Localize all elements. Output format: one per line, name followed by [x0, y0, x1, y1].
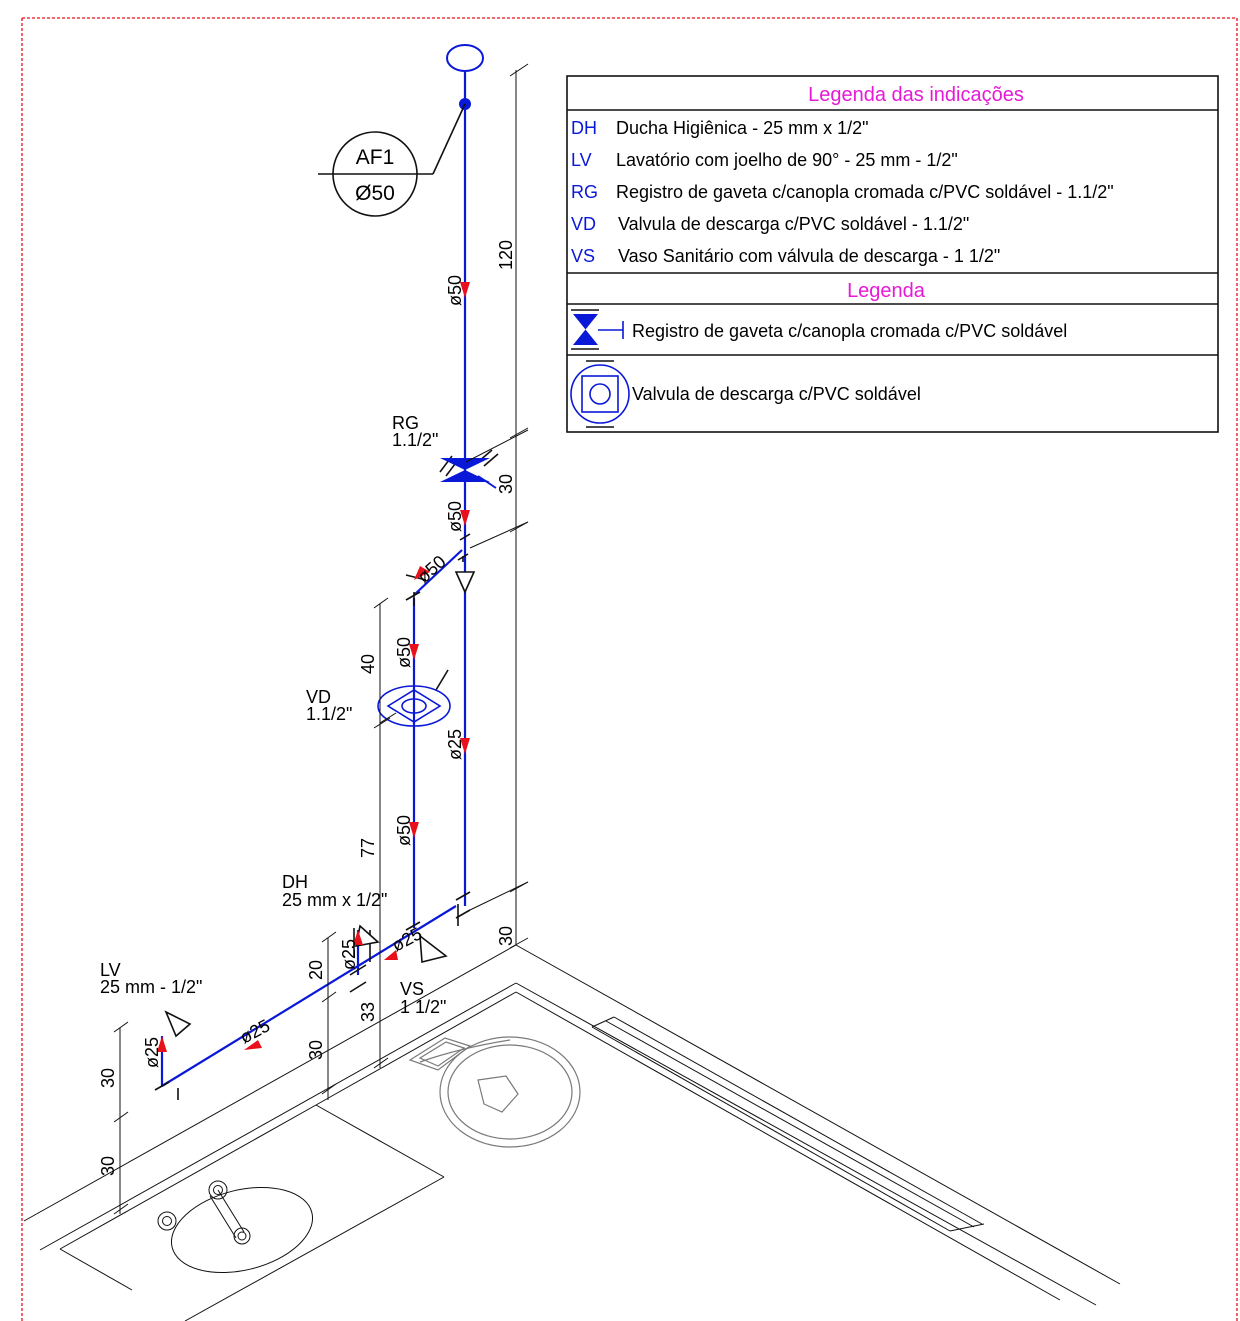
pipe-fitting-ticks [154, 449, 499, 1100]
legend-symbol-0-text: Registro de gaveta c/canopla cromada c/P… [632, 321, 1067, 341]
dim-33: 33 [358, 1002, 378, 1022]
pipe-label-main-upper: ø50 [445, 275, 465, 306]
legend-title: Legenda das indicações [808, 84, 1024, 106]
pipe-label-vd-upper: ø50 [394, 637, 414, 668]
pipe-tag-af1: AF1 Ø50 [318, 103, 466, 217]
dimension-lines [113, 63, 529, 1215]
room-floor-outline [23, 944, 1121, 1321]
legend-row-4-code: VS [571, 246, 595, 266]
lv-code: LV [100, 960, 121, 980]
pipe-size-labels: ø50 ø50 ø50 ø50 ø50 ø25 ø25 ø25 ø25 ø25 [142, 275, 465, 1068]
flush-valve-icon [570, 360, 630, 428]
legend-row-3-code: VD [571, 214, 596, 234]
gate-valve-icon [571, 309, 624, 350]
dim-120: 120 [496, 240, 516, 270]
tag-top-text: AF1 [356, 146, 395, 169]
dim-20: 20 [306, 960, 326, 980]
dim-77: 77 [358, 838, 378, 858]
rg-code: RG [392, 413, 419, 433]
pipe-label-branch-diag: ø50 [413, 551, 449, 587]
lavatory-fixture [157, 1180, 314, 1274]
rg-size: 1.1/2" [392, 430, 438, 450]
dim-30-rg: 30 [496, 474, 516, 494]
dim-40: 40 [358, 654, 378, 674]
toilet-fixture [408, 1036, 581, 1148]
legend-subtitle: Legenda [847, 280, 926, 302]
fixture-labels: RG 1.1/2" VD 1.1/2" DH 25 mm x 1/2" LV 2… [100, 413, 446, 1017]
dim-30-lv: 30 [98, 1068, 118, 1088]
legend-row-3-text: Valvula de descarga c/PVC soldável - 1.1… [618, 214, 969, 234]
lv-size: 25 mm - 1/2" [100, 977, 202, 997]
red-flow-arrows [157, 282, 470, 1052]
tag-bottom-text: Ø50 [355, 182, 395, 205]
pipe-label-main-lower: ø50 [445, 501, 465, 532]
dh-code: DH [282, 872, 308, 892]
vd-code: VD [306, 687, 331, 707]
dh-size: 25 mm x 1/2" [282, 890, 387, 910]
legend-table: Legenda das indicações DH Ducha Higiênic… [566, 75, 1219, 433]
flush-valve-vd-icon [377, 685, 451, 727]
legend-row-2-text: Registro de gaveta c/canopla cromada c/P… [616, 182, 1114, 202]
legend-row-1-code: LV [571, 150, 592, 170]
dim-30-mid: 30 [306, 1040, 326, 1060]
dim-30-corner: 30 [496, 926, 516, 946]
sheet-border [21, 17, 1238, 1321]
vd-size: 1.1/2" [306, 704, 352, 724]
legend-row-4-text: Vaso Sanitário com válvula de descarga -… [618, 246, 1000, 266]
legend-row-0-code: DH [571, 118, 597, 138]
legend-row-0-text: Ducha Higiênica - 25 mm x 1/2" [616, 118, 869, 138]
legend-symbol-1-text: Valvula de descarga c/PVC soldável [632, 384, 921, 404]
gate-valve-rg-icon [440, 458, 497, 489]
vs-size: 1 1/2" [400, 997, 446, 1017]
riser-top-ring-icon [446, 44, 484, 72]
dim-30-floor: 30 [98, 1156, 118, 1176]
legend-row-1-text: Lavatório com joelho de 90° - 25 mm - 1/… [616, 150, 958, 170]
pipe-label-vd-lower: ø50 [394, 815, 414, 846]
pipe-label-right-riser: ø25 [445, 729, 465, 760]
pipe-label-lv-riser: ø25 [142, 1037, 162, 1068]
pipe-label-dh-riser: ø25 [339, 939, 359, 970]
dimension-labels: 120 30 40 77 30 20 33 30 30 30 [98, 240, 516, 1176]
vs-code: VS [400, 979, 424, 999]
legend-row-2-code: RG [571, 182, 598, 202]
